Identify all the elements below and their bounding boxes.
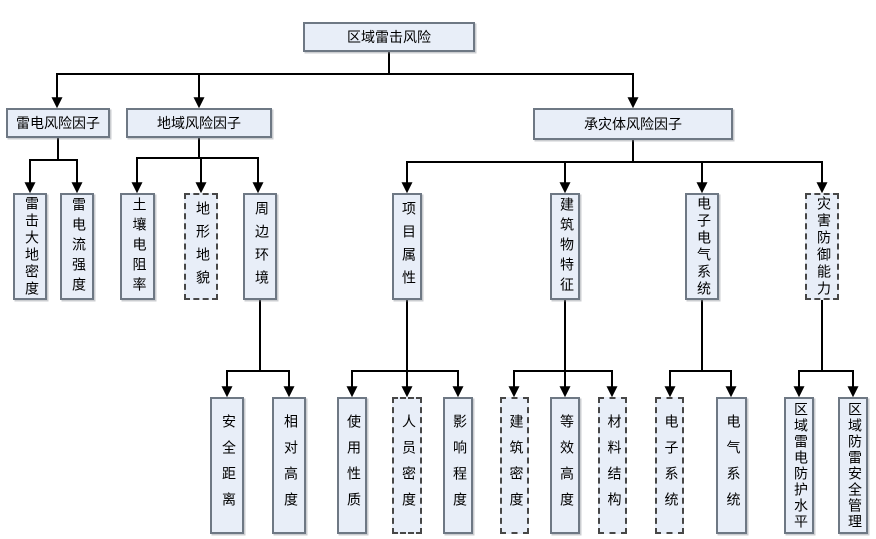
node-equivalent-height: 等效高度: [550, 397, 580, 534]
node-impact-degree: 影响程度: [443, 397, 473, 534]
node-label: 承灾体风险因子: [584, 118, 682, 133]
node-label: 项目属性: [400, 200, 415, 293]
node-label: 电子系统: [662, 413, 678, 518]
node-label: 地形地貌: [194, 200, 209, 293]
node-label: 灾害防御能力: [815, 195, 830, 298]
node-surrounding-environment: 周边环境: [243, 193, 277, 300]
node-label: 雷电流强度: [70, 196, 85, 297]
node-relative-height: 相对高度: [272, 397, 306, 534]
node-label: 材料结构: [605, 413, 621, 518]
node-label: 区域雷电防护水平: [792, 401, 807, 530]
node-label: 电气系统: [724, 413, 740, 518]
node-regional-lightning-strike-risk: 区域雷击风险: [303, 22, 475, 52]
node-regional-lightning-safety-management: 区域防雷安全管理: [838, 397, 868, 534]
node-label: 土壤电阻率: [130, 196, 146, 297]
node-ground-flash-density: 雷击大地密度: [13, 193, 47, 300]
node-label: 使用性质: [345, 413, 360, 518]
node-label: 影响程度: [451, 413, 466, 518]
node-label: 周边环境: [253, 200, 268, 293]
node-lightning-current-intensity: 雷电流强度: [60, 193, 94, 300]
node-building-characteristics: 建筑物特征: [550, 193, 580, 300]
node-hazard-bearing-body-risk-factor: 承灾体风险因子: [533, 108, 733, 140]
node-label: 建筑密度: [507, 413, 523, 518]
node-label: 安全距离: [220, 413, 235, 518]
node-terrain-landform: 地形地貌: [184, 193, 218, 300]
node-lightning-risk-factor: 雷电风险因子: [6, 108, 110, 138]
node-label: 区域防雷安全管理: [846, 401, 861, 530]
node-label: 雷击大地密度: [23, 195, 38, 298]
node-disaster-defense-capability: 灾害防御能力: [805, 193, 839, 300]
node-label: 相对高度: [282, 413, 297, 518]
node-label: 区域雷击风险: [347, 31, 431, 46]
node-electronic-electrical-system: 电子电气系统: [685, 193, 719, 300]
node-building-density: 建筑密度: [500, 397, 529, 534]
node-label: 人员密度: [400, 413, 415, 518]
node-material-structure: 材料结构: [598, 397, 627, 534]
node-region-risk-factor: 地域风险因子: [126, 108, 272, 138]
node-safety-distance: 安全距离: [210, 397, 244, 534]
node-soil-resistivity: 土壤电阻率: [120, 193, 155, 300]
node-label: 电子电气系统: [695, 195, 710, 298]
node-label: 地域风险因子: [157, 117, 241, 132]
node-usage-nature: 使用性质: [337, 397, 367, 534]
node-label: 等效高度: [558, 413, 573, 518]
node-electronic-system: 电子系统: [655, 397, 684, 534]
node-electrical-system: 电气系统: [716, 397, 747, 534]
node-project-attribute: 项目属性: [392, 193, 422, 300]
node-personnel-density: 人员密度: [392, 397, 422, 534]
node-label: 建筑物特征: [558, 196, 573, 297]
node-label: 雷电风险因子: [16, 117, 100, 132]
node-regional-lightning-protection-level: 区域雷电防护水平: [784, 397, 814, 534]
